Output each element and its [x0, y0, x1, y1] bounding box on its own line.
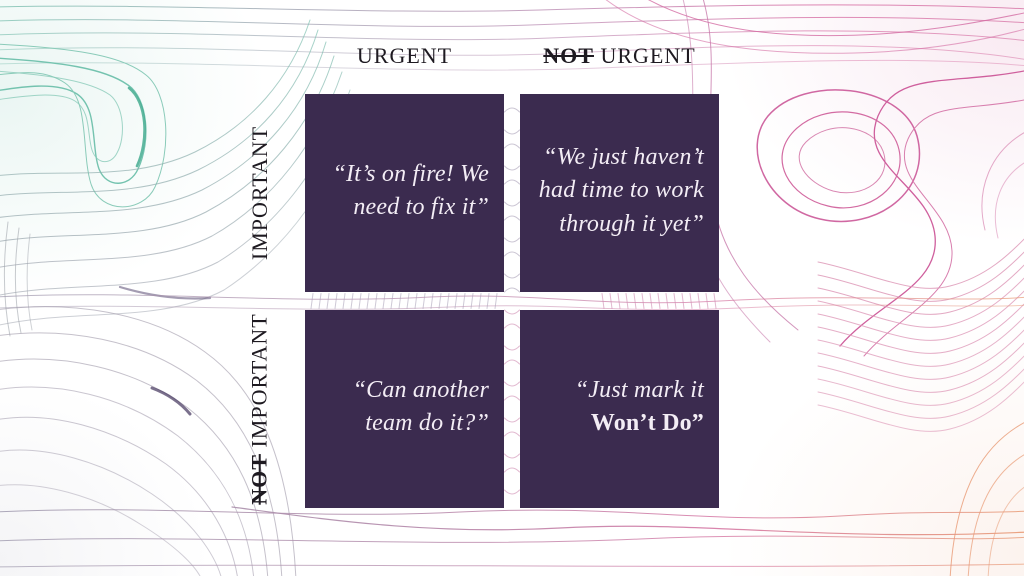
quadrant-quote: “We just haven’t had time to work throug… — [535, 141, 719, 244]
quadrant-quote: “Just mark it Won’t Do” — [571, 374, 719, 444]
row-label-not-important-text: IMPORTANT — [247, 313, 273, 448]
contour-gap-ticks — [310, 107, 717, 495]
quote-line: through it yet” — [559, 210, 704, 237]
quote-line: need to fix it” — [353, 194, 489, 220]
quadrant-quote: “Can another team do it?” — [349, 374, 504, 444]
row-label-important-text: IMPORTANT — [247, 125, 273, 261]
column-header-not-urgent-text: URGENT — [600, 43, 696, 68]
quote-line: “We just haven’t — [543, 144, 704, 171]
not-strikethrough-label: NOT — [543, 43, 594, 68]
quadrant-quote: “It’s on fire! We need to fix it” — [328, 158, 504, 228]
quote-line: “Just mark it — [574, 376, 704, 403]
quote-line: team do it?” — [365, 410, 489, 436]
quote-line: had time to work — [538, 177, 704, 204]
quadrant-urgent-important: “It’s on fire! We need to fix it” — [305, 94, 504, 292]
quadrant-not-urgent-important: “We just haven’t had time to work throug… — [520, 94, 719, 292]
quote-line: “It’s on fire! We — [332, 160, 489, 187]
column-header-not-urgent: NOT URGENT — [520, 43, 719, 69]
row-label-not-important: NOT IMPORTANT — [238, 310, 282, 508]
quote-line: “Can another — [352, 376, 489, 403]
quadrant-not-urgent-not-important: “Just mark it Won’t Do” — [520, 310, 719, 508]
not-strikethrough-label: NOT — [247, 454, 273, 505]
column-header-urgent: URGENT — [356, 43, 453, 68]
quadrant-urgent-not-important: “Can another team do it?” — [305, 310, 504, 508]
row-label-important: IMPORTANT — [238, 94, 282, 292]
quote-line-emphasis: Won’t Do” — [590, 410, 704, 436]
